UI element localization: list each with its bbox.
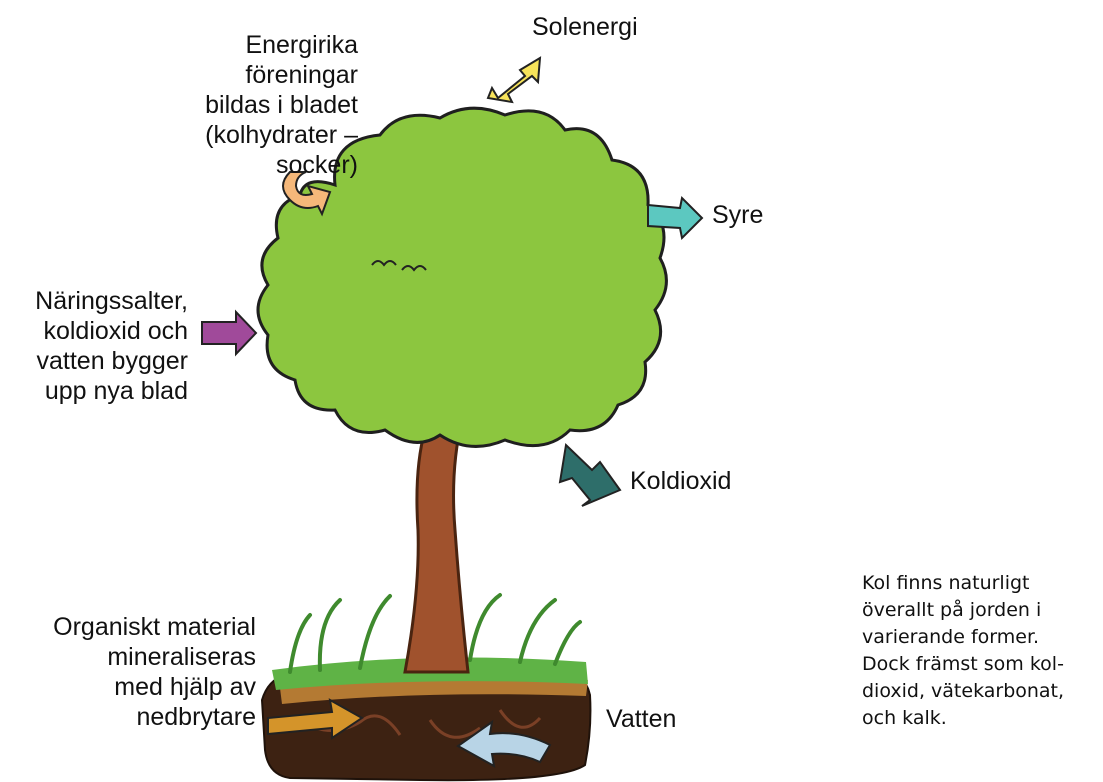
oxygen-label: Syre [712, 200, 763, 230]
co2-label: Koldioxid [630, 466, 731, 496]
nutrients-label: Näringssalter, koldioxid och vatten bygg… [0, 286, 188, 406]
organic-material-label: Organiskt material mineraliseras med hjä… [0, 612, 256, 732]
water-label: Vatten [606, 704, 676, 734]
energy-compounds-label: Energirika föreningar bildas i bladet (k… [150, 30, 358, 180]
nutrients-arrow [202, 312, 256, 354]
carbon-note: Kol finns naturligt överallt på jorden i… [862, 570, 1102, 732]
solar-arrow [488, 58, 540, 102]
solar-energy-label: Solenergi [532, 12, 638, 42]
co2-arrow [560, 445, 620, 506]
